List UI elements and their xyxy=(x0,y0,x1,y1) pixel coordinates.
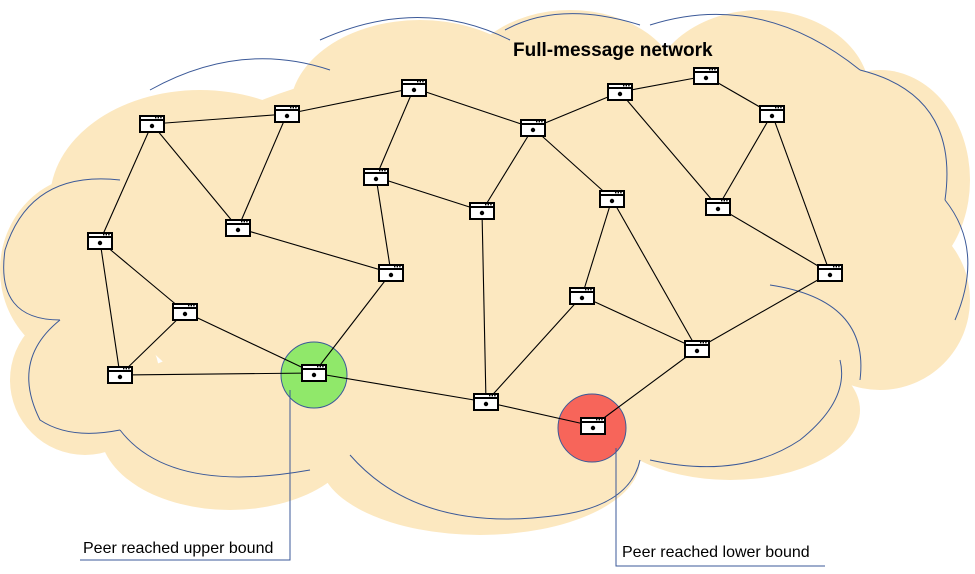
connection-line xyxy=(375,176,392,274)
connection-line xyxy=(119,372,315,376)
connection-line xyxy=(481,127,534,212)
connection-line xyxy=(532,127,613,200)
connection-line xyxy=(717,206,831,274)
diagram-title: Full-message network xyxy=(513,40,713,61)
peer-node xyxy=(378,264,404,282)
connection-line xyxy=(717,113,773,208)
connection-line xyxy=(286,87,415,115)
peer-node xyxy=(401,79,427,97)
connection-line xyxy=(237,227,392,274)
peer-node xyxy=(172,303,198,321)
connection-line xyxy=(375,176,483,212)
peer-node xyxy=(473,393,499,411)
connection-line xyxy=(151,123,239,229)
connection-line xyxy=(313,372,487,403)
peer-node xyxy=(599,190,625,208)
lower-bound-callout: Peer reached lower bound xyxy=(622,544,810,561)
peer-node xyxy=(139,115,165,133)
peer-node xyxy=(87,232,113,250)
connection-line xyxy=(611,198,698,350)
connection-line xyxy=(481,210,487,403)
peer-node xyxy=(107,366,133,384)
peer-node xyxy=(693,67,719,85)
upper-bound-leader-line xyxy=(80,390,291,561)
connection-line xyxy=(99,123,153,242)
connection-line xyxy=(771,113,831,274)
peer-node xyxy=(569,287,595,305)
lower-bound-leader-line xyxy=(615,448,825,567)
peer-node xyxy=(274,105,300,123)
peer-node xyxy=(759,105,785,123)
connection-line xyxy=(619,75,707,93)
peer-node xyxy=(817,264,843,282)
connection-line xyxy=(119,311,186,376)
peer-node xyxy=(520,119,546,137)
connections xyxy=(99,75,831,427)
peer-node xyxy=(225,219,251,237)
peer-node xyxy=(705,198,731,216)
connection-line xyxy=(313,272,392,374)
connection-line xyxy=(581,198,613,297)
connection-line xyxy=(485,295,583,403)
peer-node xyxy=(469,202,495,220)
peer-node xyxy=(363,168,389,186)
connection-line xyxy=(99,240,186,313)
peer-node xyxy=(580,417,606,435)
connection-line xyxy=(184,311,315,374)
connection-line xyxy=(532,91,621,129)
connection-line xyxy=(413,87,534,129)
connection-line xyxy=(619,91,719,208)
peer-node xyxy=(607,83,633,101)
connection-line xyxy=(696,272,831,350)
peer-node xyxy=(684,340,710,358)
connection-line xyxy=(485,401,594,427)
connection-line xyxy=(151,113,288,125)
upper-bound-callout: Peer reached upper bound xyxy=(83,540,273,557)
peers xyxy=(87,67,843,435)
connection-line xyxy=(375,87,415,178)
connection-line xyxy=(581,295,698,350)
connection-line xyxy=(99,240,121,376)
peer-node xyxy=(301,364,327,382)
connection-line xyxy=(237,113,288,229)
connection-line xyxy=(592,348,698,427)
